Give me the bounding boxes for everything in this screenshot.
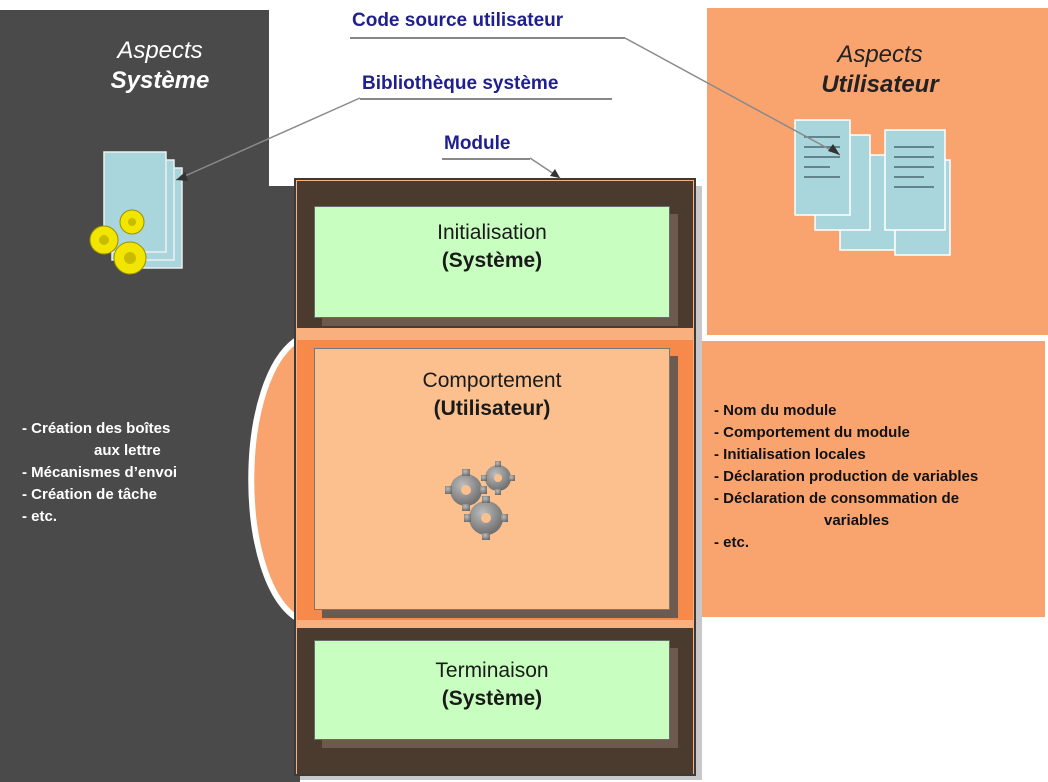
- module-underline: [442, 158, 530, 160]
- document-with-gears-icon: [89, 151, 183, 275]
- system-title-line2: Système: [110, 67, 210, 94]
- user-title-line2: Utilisateur: [821, 71, 939, 98]
- list-item: - Nom du module: [714, 402, 837, 419]
- user-title-line1: Aspects: [837, 41, 923, 68]
- init-title: Initialisation: [437, 221, 547, 244]
- initialisation-box: Initialisation (Système): [314, 206, 670, 318]
- term-title: Terminaison: [435, 659, 549, 682]
- list-item: - etc.: [714, 534, 750, 551]
- list-item: - Initialisation locales: [714, 446, 866, 463]
- system-aspects-title: Aspects Système: [60, 36, 260, 96]
- library-label: Bibliothèque système: [362, 73, 559, 94]
- init-subtitle: (Système): [441, 249, 543, 272]
- library-underline: [360, 98, 612, 100]
- list-item: - Comportement du module: [714, 424, 910, 441]
- list-item: aux lettre: [94, 442, 161, 459]
- user-aspects-title: Aspects Utilisateur: [780, 40, 980, 100]
- stacked-documents-icon: [794, 119, 951, 256]
- module-label: Module: [444, 133, 511, 154]
- list-item: - Mécanismes d’envoi: [22, 464, 178, 481]
- code-source-underline: [350, 37, 625, 39]
- term-subtitle: (Système): [441, 687, 543, 710]
- list-item: - Déclaration de consommation de: [714, 490, 960, 507]
- user-aspects-list: - Nom du module - Comportement du module…: [714, 400, 1044, 554]
- terminaison-box: Terminaison (Système): [314, 640, 670, 740]
- system-aspects-list: - Création des boîtes aux lettre - Mécan…: [22, 418, 242, 528]
- behavior-title: Comportement: [422, 369, 562, 392]
- list-item: variables: [824, 512, 890, 529]
- gears-icon: [445, 461, 515, 540]
- list-item: - Création des boîtes: [22, 420, 171, 437]
- list-item: - Création de tâche: [22, 486, 158, 503]
- list-item: - Déclaration production de variables: [714, 468, 979, 485]
- code-source-label: Code source utilisateur: [352, 10, 564, 31]
- system-title-line1: Aspects: [117, 37, 203, 64]
- list-item: - etc.: [22, 508, 58, 525]
- behavior-subtitle: (Utilisateur): [433, 397, 551, 420]
